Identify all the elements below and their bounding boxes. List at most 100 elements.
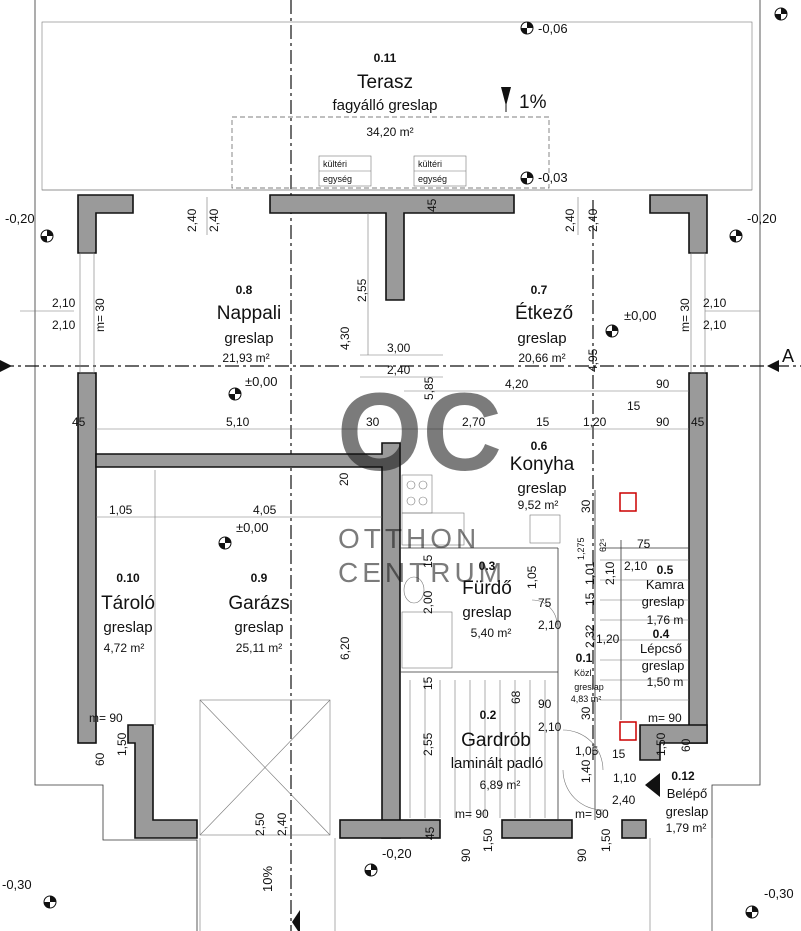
svg-text:4,83 m²: 4,83 m² <box>571 694 602 704</box>
svg-text:15: 15 <box>627 399 641 413</box>
room-belepo: 0.12 Belépő greslap 1,79 m² <box>666 769 709 835</box>
svg-text:1,76 m: 1,76 m <box>647 613 684 627</box>
svg-text:m= 30: m= 30 <box>93 298 107 332</box>
svg-text:90: 90 <box>656 377 670 391</box>
room-lepcso: 0.4 Lépcső greslap 1,50 m <box>640 627 684 689</box>
svg-text:-0,20: -0,20 <box>5 211 35 226</box>
svg-text:2,70: 2,70 <box>462 415 486 429</box>
svg-text:15: 15 <box>421 554 435 568</box>
svg-text:2,50: 2,50 <box>253 812 267 836</box>
svg-text:Konyha: Konyha <box>510 454 575 475</box>
svg-text:-0,30: -0,30 <box>2 877 32 892</box>
svg-text:34,20 m²: 34,20 m² <box>366 125 413 139</box>
watermark-line1: OTTHON <box>338 523 480 554</box>
svg-text:0.7: 0.7 <box>531 283 548 297</box>
svg-text:-0,20: -0,20 <box>382 846 412 861</box>
svg-text:30: 30 <box>579 706 593 720</box>
svg-text:20,66 m²: 20,66 m² <box>518 351 565 365</box>
svg-text:m= 30: m= 30 <box>678 298 692 332</box>
svg-text:6,89 m²: 6,89 m² <box>480 778 521 792</box>
svg-text:0.2: 0.2 <box>480 708 497 722</box>
svg-text:1,10: 1,10 <box>613 771 637 785</box>
svg-text:1,01: 1,01 <box>583 561 597 585</box>
svg-text:-0,03: -0,03 <box>538 170 568 185</box>
svg-text:2,00: 2,00 <box>421 590 435 614</box>
svg-text:greslap: greslap <box>666 804 709 819</box>
svg-text:greslap: greslap <box>103 619 152 636</box>
unit2-line2: egység <box>418 174 447 184</box>
entry-arrow-icon <box>645 773 660 797</box>
svg-text:m= 90: m= 90 <box>455 807 489 821</box>
svg-text:greslap: greslap <box>517 330 566 347</box>
svg-text:15: 15 <box>583 592 597 606</box>
svg-text:1,50: 1,50 <box>481 828 495 852</box>
svg-text:2,40: 2,40 <box>563 208 577 232</box>
room-terasz: 0.11 Terasz fagyálló greslap 34,20 m² <box>332 51 437 139</box>
watermark-logo: OC <box>337 371 502 494</box>
svg-text:0.4: 0.4 <box>653 627 670 641</box>
svg-text:greslap: greslap <box>574 682 604 692</box>
svg-text:1,05: 1,05 <box>575 744 599 758</box>
room-kozl: 0.1 Közl. greslap 4,83 m² <box>571 651 604 704</box>
svg-text:m= 90: m= 90 <box>575 807 609 821</box>
room-gardrob: 0.2 Gardrób laminált padló 6,89 m² <box>451 708 544 792</box>
svg-text:m= 90: m= 90 <box>89 711 123 725</box>
svg-text:±0,00: ±0,00 <box>624 308 656 323</box>
svg-text:greslap: greslap <box>642 594 685 609</box>
svg-text:2,10: 2,10 <box>703 318 727 332</box>
svg-text:1,50 m: 1,50 m <box>647 675 684 689</box>
svg-text:1,50: 1,50 <box>599 828 613 852</box>
room-nappali: 0.8 Nappali greslap 21,93 m² <box>217 283 281 365</box>
svg-text:45: 45 <box>425 198 439 212</box>
svg-text:1,20: 1,20 <box>583 415 607 429</box>
svg-text:5,10: 5,10 <box>226 415 250 429</box>
svg-text:6,20: 6,20 <box>338 636 352 660</box>
svg-text:greslap: greslap <box>642 658 685 673</box>
svg-text:0.5: 0.5 <box>657 563 674 577</box>
svg-text:fagyálló greslap: fagyálló greslap <box>332 97 437 114</box>
svg-text:1,40: 1,40 <box>579 759 593 783</box>
svg-text:Étkező: Étkező <box>515 303 573 324</box>
svg-text:0.6: 0.6 <box>531 439 548 453</box>
svg-text:2,10: 2,10 <box>624 559 648 573</box>
svg-text:greslap: greslap <box>234 619 283 636</box>
svg-text:2,40: 2,40 <box>387 363 411 377</box>
svg-text:greslap: greslap <box>517 480 566 497</box>
room-tarolo: 0.10 Tároló greslap 4,72 m² <box>101 571 155 655</box>
section-label: A <box>782 346 794 366</box>
svg-text:Kamra: Kamra <box>646 577 685 592</box>
svg-text:m= 90: m= 90 <box>648 711 682 725</box>
svg-text:greslap: greslap <box>462 604 511 621</box>
svg-text:2,10: 2,10 <box>603 561 617 585</box>
svg-text:Tároló: Tároló <box>101 593 155 614</box>
svg-text:68: 68 <box>509 690 523 704</box>
svg-text:2,10: 2,10 <box>538 618 562 632</box>
svg-text:2,40: 2,40 <box>275 812 289 836</box>
svg-text:±0,00: ±0,00 <box>236 520 268 535</box>
svg-text:Terasz: Terasz <box>357 72 413 93</box>
svg-text:0.8: 0.8 <box>236 283 253 297</box>
room-kamra: 0.5 Kamra greslap 1,76 m <box>642 563 685 627</box>
svg-text:Közl.: Közl. <box>574 668 594 678</box>
svg-text:15: 15 <box>536 415 550 429</box>
svg-text:90: 90 <box>459 848 473 862</box>
svg-text:45: 45 <box>423 826 437 840</box>
svg-text:0.12: 0.12 <box>671 769 695 783</box>
svg-text:60: 60 <box>93 752 107 766</box>
unit2-line1: kültéri <box>418 159 442 169</box>
svg-text:Belépő: Belépő <box>667 786 707 801</box>
svg-text:45: 45 <box>72 415 86 429</box>
unit1-line2: egység <box>323 174 352 184</box>
svg-text:0.9: 0.9 <box>251 571 268 585</box>
svg-text:0.3: 0.3 <box>479 559 496 573</box>
svg-text:2,32: 2,32 <box>583 624 597 648</box>
svg-text:±0,00: ±0,00 <box>245 374 277 389</box>
svg-text:Lépcső: Lépcső <box>640 641 682 656</box>
svg-text:0.10: 0.10 <box>116 571 140 585</box>
terasz-slope: 1% <box>519 92 547 113</box>
svg-text:75: 75 <box>538 596 552 610</box>
svg-text:2,40: 2,40 <box>612 793 636 807</box>
svg-text:30: 30 <box>366 415 380 429</box>
svg-text:2,40: 2,40 <box>185 208 199 232</box>
svg-text:15: 15 <box>421 676 435 690</box>
